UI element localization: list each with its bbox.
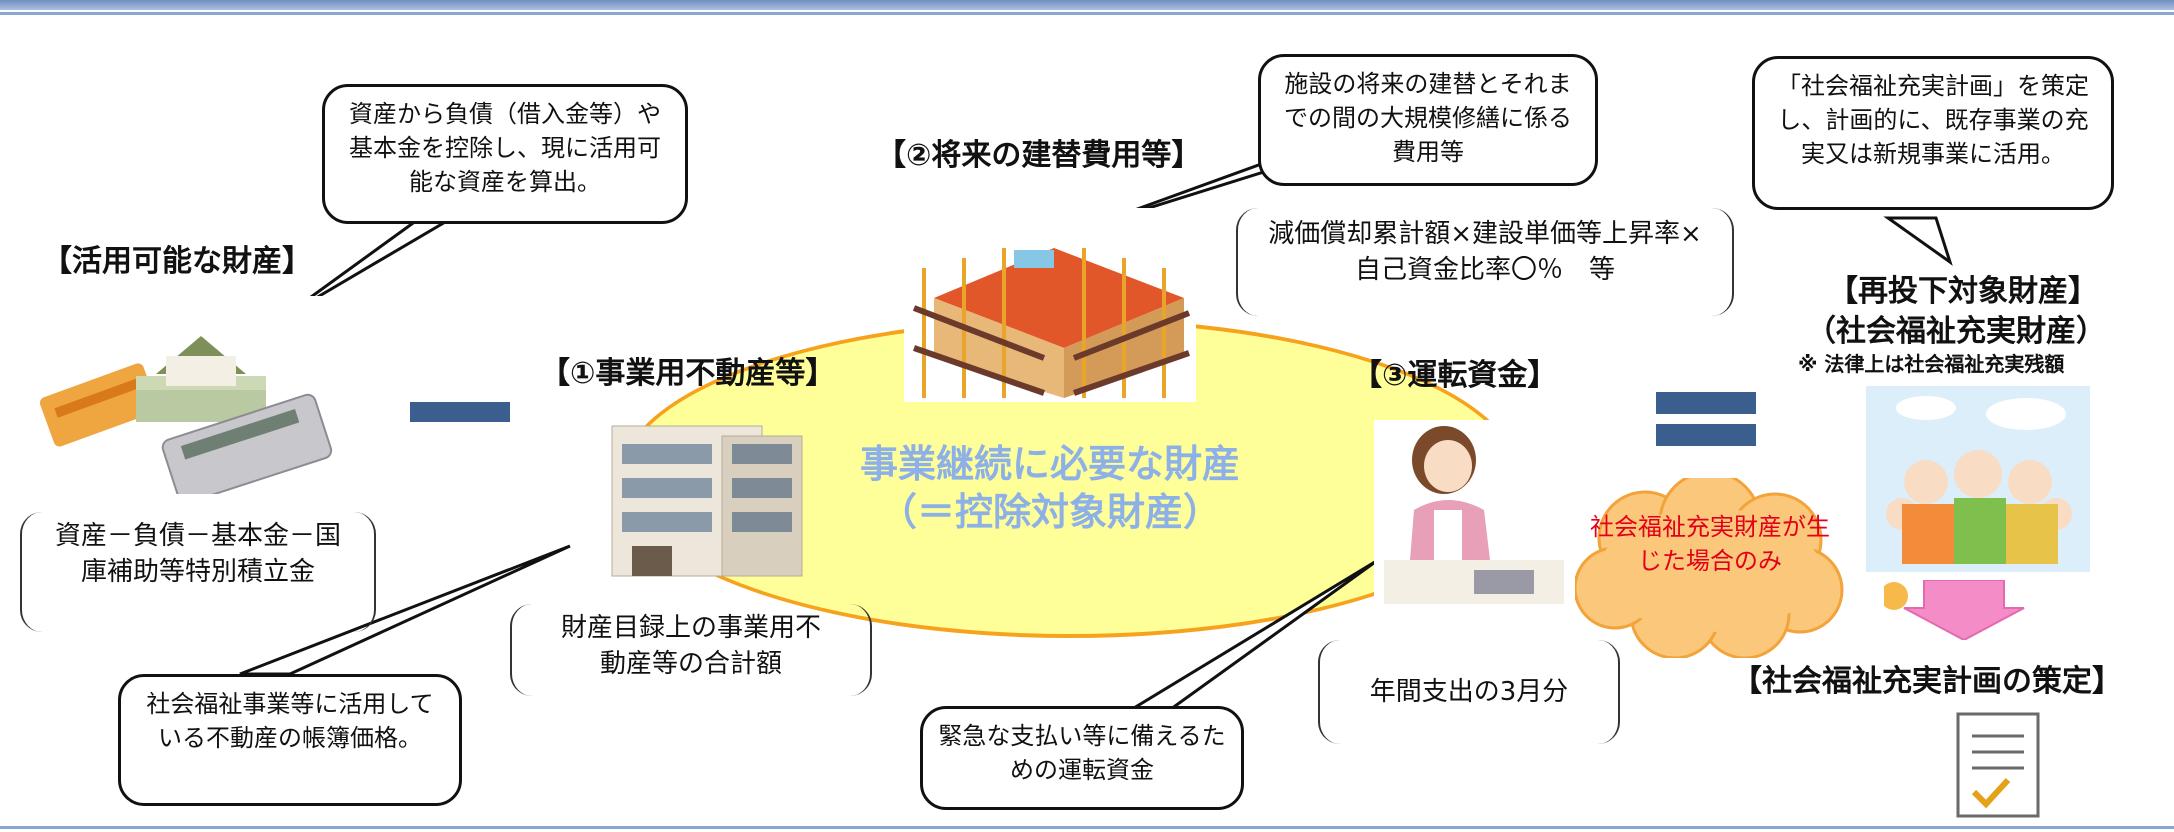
- real-estate-bubble: 社会福祉事業等に活用している不動産の帳簿価格。: [118, 674, 462, 806]
- usable-assets-heading: 【活用可能な財産】: [42, 244, 312, 279]
- real-estate-heading: 【①事業用不動産等】: [540, 356, 836, 391]
- minus-operator: [410, 402, 510, 422]
- house-money-calculator-image: [16, 296, 346, 494]
- equals-operator-bottom: [1656, 424, 1756, 446]
- real-estate-formula: 財産目録上の事業用不動産等の合計額: [510, 604, 872, 696]
- working-capital-bubble-text: 緊急な支払い等に備えるための運転資金: [938, 722, 1226, 784]
- usable-assets-formula-text: 資産－負債－基本金－国庫補助等特別積立金: [54, 521, 341, 587]
- rebuild-costs-bubble: 施設の将来の建替とそれまでの間の大規模修繕に係る費用等: [1258, 54, 1598, 186]
- rebuild-costs-bubble-text: 施設の将来の建替とそれまでの間の大規模修繕に係る費用等: [1284, 70, 1572, 166]
- apartment-building-image: [611, 425, 803, 577]
- working-capital-formula-text: 年間支出の3月分: [1369, 677, 1569, 707]
- required-assets-label: 事業継続に必要な財産 （＝控除対象財産）: [820, 440, 1280, 536]
- usable-assets-bubble: 資産から負債（借入金等）や基本金を控除し、現に活用可能な資産を算出。: [322, 84, 688, 224]
- reinvest-heading: 【再投下対象財産】: [1828, 274, 2098, 309]
- woman-accountant-image: [1374, 420, 1574, 612]
- rebuild-costs-formula: 減価償却累計額×建設単価等上昇率×自己資金比率〇％ 等: [1236, 208, 1734, 316]
- top-border-line: [0, 12, 2174, 15]
- condition-cloud: [1575, 478, 1844, 658]
- plan-bubble-text: 「社会福祉充実計画」を策定し、計画的に、既存事業の充実又は新規事業に活用。: [1777, 72, 2089, 168]
- construction-house-image: [904, 208, 1196, 402]
- plan-bubble: 「社会福祉充実計画」を策定し、計画的に、既存事業の充実又は新規事業に活用。: [1752, 56, 2114, 210]
- reinvest-note: ※ 法律上は社会福祉充実残額: [1798, 352, 2065, 376]
- rebuild-costs-heading: 【②将来の建替費用等】: [876, 138, 1202, 173]
- required-assets-title: 事業継続に必要な財産: [859, 442, 1240, 486]
- happy-family-image: [1866, 386, 2090, 572]
- equals-operator-top: [1656, 392, 1756, 414]
- deduction-assets-subtitle: （＝控除対象財産）: [878, 490, 1221, 534]
- plan-heading: 【社会福祉充実計画の策定】: [1732, 664, 2122, 699]
- working-capital-bubble: 緊急な支払い等に備えるための運転資金: [920, 706, 1244, 810]
- working-capital-heading: 【③運転資金】: [1352, 358, 1558, 393]
- reinvest-subheading: （社会福祉充実財産）: [1806, 314, 2106, 349]
- top-border: [0, 0, 2174, 10]
- usable-assets-formula: 資産－負債－基本金－国庫補助等特別積立金: [20, 512, 376, 632]
- real-estate-bubble-text: 社会福祉事業等に活用している不動産の帳簿価格。: [146, 690, 434, 752]
- working-capital-formula: 年間支出の3月分: [1318, 640, 1620, 744]
- checklist-document-icon: [1956, 712, 2040, 818]
- usable-assets-bubble-text: 資産から負債（借入金等）や基本金を控除し、現に活用可能な資産を算出。: [349, 100, 661, 196]
- bottom-border-line: [0, 826, 2174, 829]
- down-arrow-icon: [1884, 580, 2025, 640]
- condition-cloud-text: 社会福祉充実財産が生じた場合のみ: [1590, 513, 1830, 575]
- rebuild-costs-formula-text: 減価償却累計額×建設単価等上昇率×自己資金比率〇％ 等: [1268, 219, 1702, 285]
- real-estate-formula-text: 財産目録上の事業用不動産等の合計額: [560, 613, 821, 679]
